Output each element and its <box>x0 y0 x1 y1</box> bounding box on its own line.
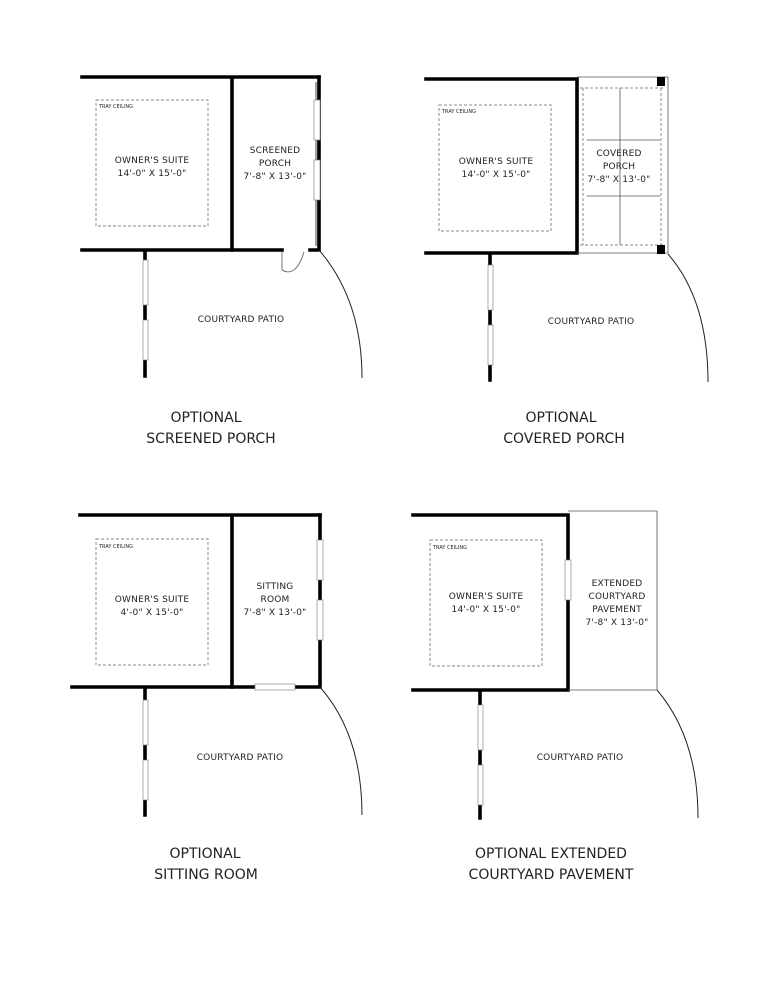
window-sill <box>313 99 321 141</box>
room-label-line: 4'-0" X 15'-0" <box>120 608 183 618</box>
room-label-line: COURTYARD <box>589 592 646 602</box>
plan-caption: OPTIONAL EXTENDED <box>475 846 627 862</box>
room-label-line: 7'-8" X 13'-0" <box>587 175 650 185</box>
room-label-line: OWNER'S SUITE <box>115 595 190 605</box>
owners-suite-walls <box>424 77 579 255</box>
room-label-line: OWNER'S SUITE <box>449 592 524 602</box>
room-label-line: 7'-8" X 13'-0" <box>585 618 648 628</box>
room-label-line: 7'-8" X 13'-0" <box>243 608 306 618</box>
patio-window-sill <box>142 319 149 361</box>
covered-porch-outline <box>577 76 669 254</box>
plan-sitting-room: TRAY CEILING OWNER'S SUITE 4'-0" X 15'-0… <box>70 513 363 883</box>
room-label-line: EXTENDED <box>592 579 643 589</box>
room-label-line: OWNER'S SUITE <box>115 156 190 166</box>
plan-caption: OPTIONAL <box>169 846 240 862</box>
patio-label: COURTYARD PATIO <box>197 753 284 763</box>
room-label-line: OWNER'S SUITE <box>459 157 534 167</box>
tray-ceiling-label: TRAY CEILING <box>441 109 476 115</box>
patio-window-sill <box>487 264 494 311</box>
plan-caption: COURTYARD PAVEMENT <box>469 867 634 883</box>
owners-suite-walls <box>70 513 322 689</box>
room-label-line: PORCH <box>603 162 635 172</box>
patio-label: COURTYARD PATIO <box>537 753 624 763</box>
patio-label: COURTYARD PATIO <box>198 315 285 325</box>
courtyard-patio-arc <box>319 686 363 816</box>
room-label-line: 14'-0" X 15'-0" <box>452 605 521 615</box>
plan-caption: OPTIONAL <box>170 410 241 426</box>
porch-post <box>657 245 665 254</box>
courtyard-patio-arc <box>667 253 709 383</box>
patio-window-sill <box>142 699 149 746</box>
room-label-line: SCREENED <box>250 146 301 156</box>
tray-ceiling-label: TRAY CEILING <box>98 104 133 110</box>
patio-window-sill <box>477 764 484 806</box>
pavement-outline <box>568 510 658 691</box>
tray-ceiling-outline <box>95 99 209 227</box>
owners-suite-walls <box>411 513 570 692</box>
plan-caption: COVERED PORCH <box>503 431 625 447</box>
patio-window-sill <box>142 759 149 801</box>
porch-post <box>657 77 665 86</box>
tray-ceiling-outline <box>438 104 552 232</box>
room-label-line: 14'-0" X 15'-0" <box>462 170 531 180</box>
patio-label: COURTYARD PATIO <box>548 317 635 327</box>
patio-window-sill <box>477 704 484 751</box>
tray-ceiling-label: TRAY CEILING <box>98 544 133 550</box>
patio-window-sill <box>487 324 494 366</box>
tray-ceiling-label: TRAY CEILING <box>432 545 467 551</box>
room-label-line: COVERED <box>596 149 641 159</box>
plan-covered-porch: TRAY CEILING OWNER'S SUITE 14'-0" X 15'-… <box>424 76 709 447</box>
room-label-line: 14'-0" X 15'-0" <box>118 169 187 179</box>
tray-ceiling-outline <box>429 539 543 667</box>
plan-screened-porch: TRAY CEILING OWNER'S SUITE 14'-0" X 15'-… <box>80 75 363 447</box>
room-label-line: PAVEMENT <box>592 605 642 615</box>
tray-ceiling-outline <box>95 538 209 666</box>
door-swing <box>281 251 305 273</box>
courtyard-patio-arc <box>318 249 363 379</box>
window-sill <box>564 559 572 601</box>
room-label-line: ROOM <box>261 595 290 605</box>
patio-window-sill <box>142 259 149 306</box>
owners-suite-walls <box>80 75 321 252</box>
room-label-line: 7'-8" X 13'-0" <box>243 172 306 182</box>
window-sill <box>316 599 324 641</box>
window-sill <box>313 159 321 201</box>
plan-caption: SCREENED PORCH <box>146 431 275 447</box>
plan-caption: OPTIONAL <box>525 410 596 426</box>
window-sill <box>254 683 296 691</box>
courtyard-patio-arc <box>656 689 699 819</box>
room-label-line: SITTING <box>257 582 294 592</box>
porch-frame-dashes <box>580 87 664 246</box>
room-label-line: PORCH <box>259 159 291 169</box>
plan-extended-courtyard-pavement: TRAY CEILING OWNER'S SUITE 14'-0" X 15'-… <box>411 510 699 883</box>
plan-caption: SITTING ROOM <box>154 867 258 883</box>
porch-beam-lines <box>587 88 660 245</box>
window-sill <box>316 539 324 581</box>
